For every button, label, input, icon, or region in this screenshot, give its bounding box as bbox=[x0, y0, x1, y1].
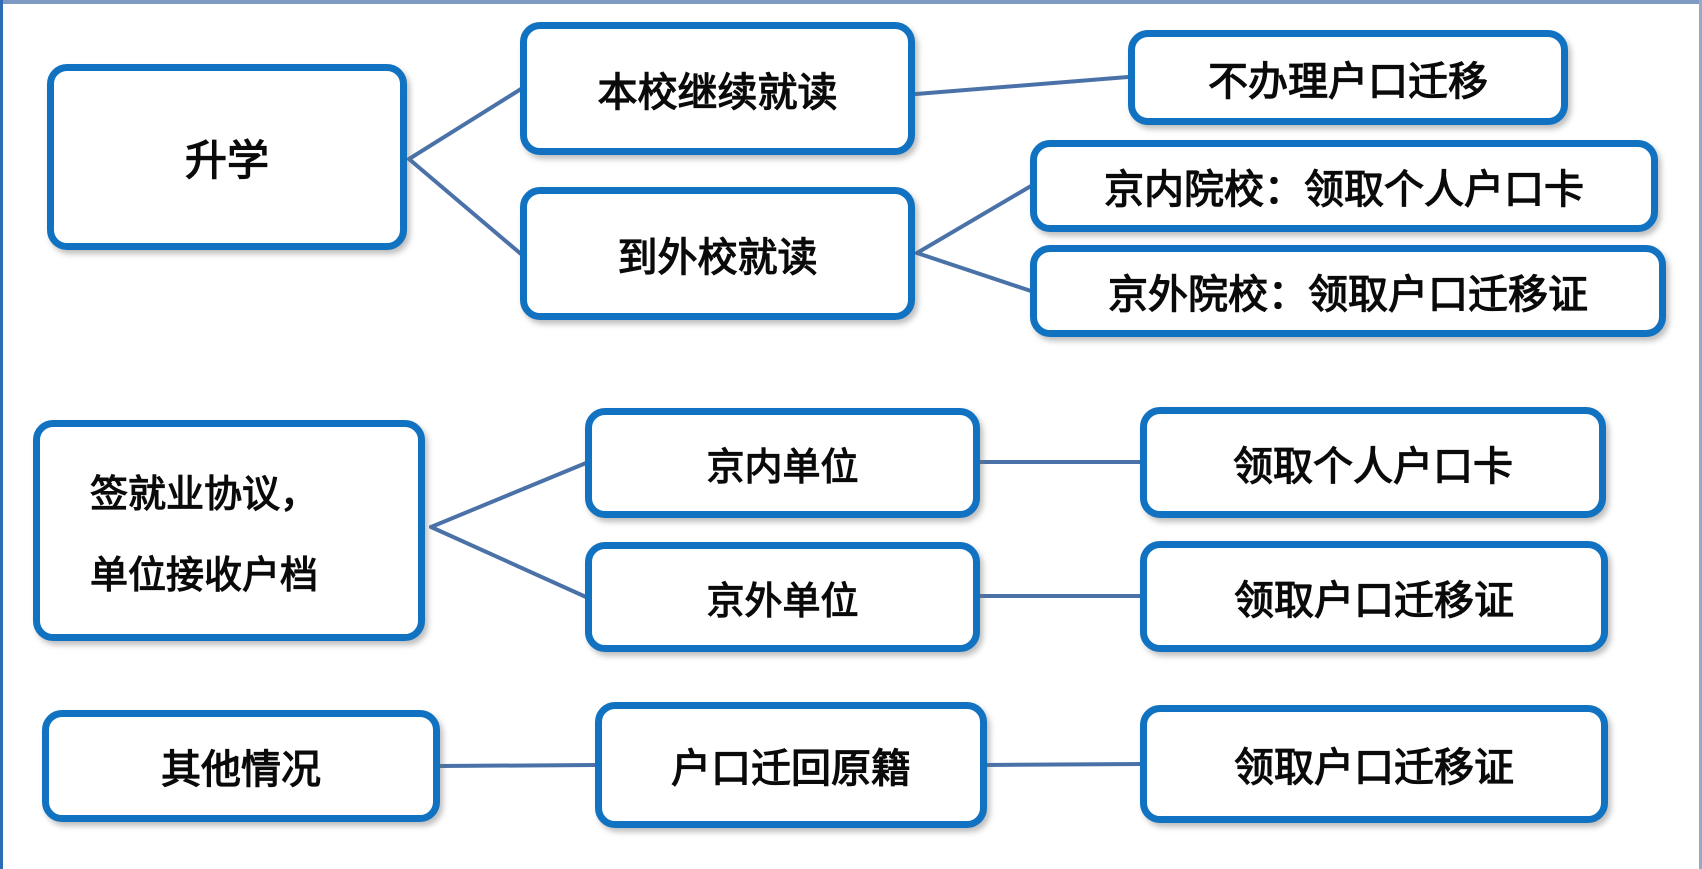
connector-shengxue-benxiao bbox=[407, 87, 523, 161]
node-further-study: 升学 bbox=[47, 64, 407, 250]
frame-top-edge bbox=[0, 0, 1702, 4]
node-employment-agreement: 签就业协议， 单位接收户档 bbox=[33, 420, 425, 641]
node-get-personal-hukou-card: 领取个人户口卡 bbox=[1140, 407, 1606, 518]
node-study-other-school: 到外校就读 bbox=[520, 187, 915, 320]
employment-agreement-line2: 单位接收户档 bbox=[90, 554, 319, 597]
node-beijing-employer: 京内单位 bbox=[585, 408, 980, 518]
node-continue-same-school: 本校继续就读 bbox=[520, 22, 915, 155]
connector-daowaixiao-jingwai bbox=[915, 251, 1033, 293]
connector-shengxue-daowaixiao bbox=[407, 157, 523, 256]
node-no-hukou-transfer: 不办理户口迁移 bbox=[1128, 30, 1568, 125]
connector-benxiao-bubanli bbox=[914, 75, 1130, 96]
node-beijing-school-personal-card: 京内院校：领取个人户口卡 bbox=[1030, 140, 1658, 232]
connector-qianhui-qianyi bbox=[984, 762, 1143, 767]
node-get-hukou-transfer-cert-mid: 领取户口迁移证 bbox=[1140, 541, 1608, 652]
connector-qianjiuye-jingwai bbox=[429, 525, 588, 599]
frame-right-edge bbox=[1699, 0, 1702, 869]
employment-agreement-line1: 签就业协议， bbox=[90, 473, 319, 516]
node-outside-employer: 京外单位 bbox=[585, 542, 980, 652]
node-hukou-back-to-origin: 户口迁回原籍 bbox=[595, 702, 987, 828]
node-other-situations: 其他情况 bbox=[42, 710, 440, 822]
connector-daowaixiao-jingnei bbox=[915, 184, 1033, 255]
node-get-hukou-transfer-cert-bottom: 领取户口迁移证 bbox=[1140, 705, 1608, 823]
connector-qianjiuye-jingnei bbox=[429, 461, 588, 529]
connector-qita-qianhui bbox=[438, 763, 598, 768]
frame-left-edge bbox=[0, 0, 3, 869]
node-outside-school-transfer-cert: 京外院校：领取户口迁移证 bbox=[1030, 245, 1666, 337]
